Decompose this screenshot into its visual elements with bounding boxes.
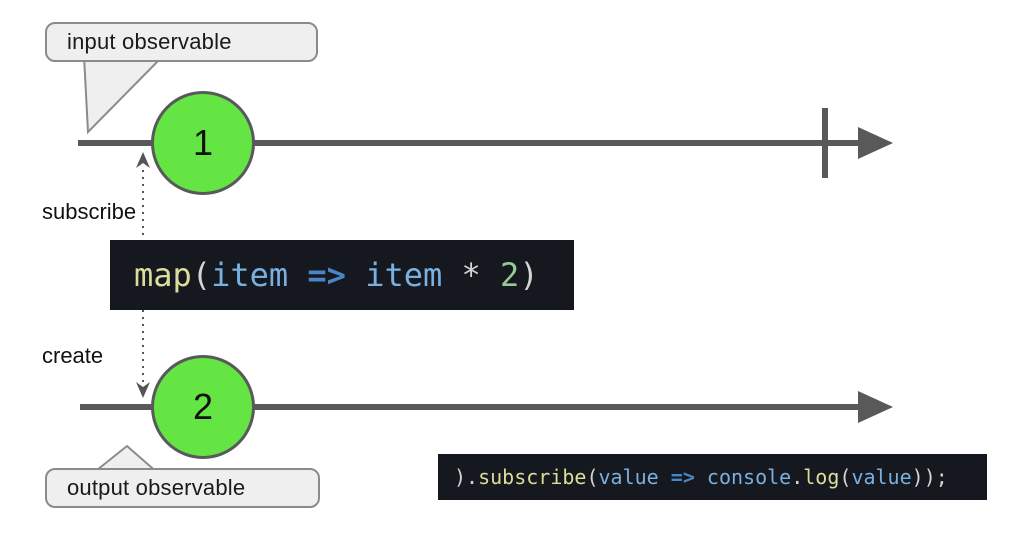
code-token: console — [706, 465, 792, 489]
input-marble: 1 — [151, 91, 255, 195]
input-bubble-tail — [82, 55, 166, 135]
code-token: ( — [586, 465, 599, 489]
code-token — [659, 465, 671, 489]
code-token — [695, 465, 707, 489]
code-token: value — [598, 465, 659, 489]
code-token: => — [307, 256, 346, 294]
code-token: => — [670, 465, 695, 489]
code-token: value — [851, 465, 912, 489]
subscribe-arrowhead-up-icon — [136, 152, 150, 168]
code-token: item — [211, 256, 289, 294]
code-token — [442, 256, 461, 294]
input-timeline-arrowhead — [858, 127, 893, 159]
output-observable-label: output observable — [67, 475, 246, 500]
subscribe-label: subscribe — [42, 199, 137, 224]
create-label: create — [42, 343, 104, 368]
map-operator-code: map(item => item * 2) — [110, 240, 574, 310]
output-marble: 2 — [151, 355, 255, 459]
input-observable-label: input observable — [67, 29, 232, 54]
output-observable-callout: output observable — [45, 468, 320, 508]
code-token: ( — [191, 256, 212, 294]
code-token: 2 — [500, 256, 520, 294]
code-token: subscribe — [478, 465, 587, 489]
code-token — [288, 256, 307, 294]
code-token: item — [365, 256, 443, 294]
code-token: ). — [454, 465, 479, 489]
input-observable-callout: input observable — [45, 22, 318, 62]
code-token — [346, 256, 365, 294]
code-token: ( — [839, 465, 852, 489]
code-token: map — [134, 256, 192, 294]
input-marble-value: 1 — [192, 122, 214, 163]
output-marble-value: 2 — [192, 386, 214, 427]
code-token: )); — [911, 465, 948, 489]
code-token — [481, 256, 500, 294]
code-token: * — [461, 256, 481, 294]
create-arrowhead-down-icon — [136, 382, 150, 398]
subscribe-call-code: ).subscribe(value => console.log(value))… — [438, 454, 987, 500]
output-timeline-arrowhead — [858, 391, 893, 423]
code-token: log — [803, 465, 840, 489]
code-token: ) — [519, 256, 539, 294]
code-token: . — [791, 465, 804, 489]
